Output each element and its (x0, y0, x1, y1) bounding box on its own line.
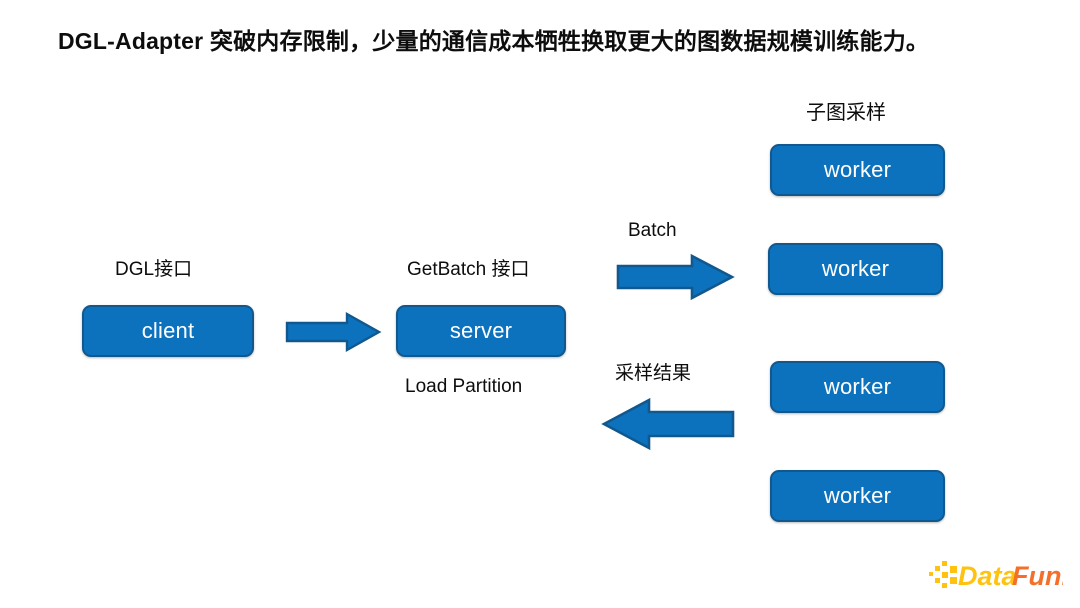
batch-arrow-label: Batch (628, 220, 677, 241)
node-client[interactable]: client (82, 305, 254, 357)
logo-text-fun: Fun. (1012, 561, 1063, 591)
node-client-label: client (141, 318, 195, 343)
node-worker-4[interactable]: worker (770, 470, 945, 522)
arrow-client-to-server (285, 311, 382, 353)
page-title: DGL-Adapter 突破内存限制，少量的通信成本牺牲换取更大的图数据规模训练… (58, 28, 930, 54)
sample-result-arrow-label: 采样结果 (615, 363, 692, 384)
client-caption: DGL接口 (115, 259, 193, 280)
logo-text-data: Data (958, 561, 1017, 591)
arrow-workers-to-server (601, 397, 735, 451)
node-worker-1-label: worker (823, 157, 892, 182)
server-caption-top: GetBatch 接口 (407, 259, 530, 280)
node-worker-1[interactable]: worker (770, 144, 945, 196)
datafun-logo: Data Fun. (928, 556, 1063, 594)
logo-dots (929, 561, 957, 588)
node-server[interactable]: server (396, 305, 566, 357)
node-worker-3-label: worker (823, 374, 892, 399)
node-worker-4-label: worker (823, 483, 892, 508)
node-worker-2[interactable]: worker (768, 243, 943, 295)
node-worker-3[interactable]: worker (770, 361, 945, 413)
node-server-label: server (449, 318, 513, 343)
node-worker-2-label: worker (821, 256, 890, 281)
workers-group-caption: 子图采样 (806, 102, 886, 124)
server-caption-bottom: Load Partition (405, 376, 523, 397)
arrow-batch-to-workers (616, 253, 735, 301)
